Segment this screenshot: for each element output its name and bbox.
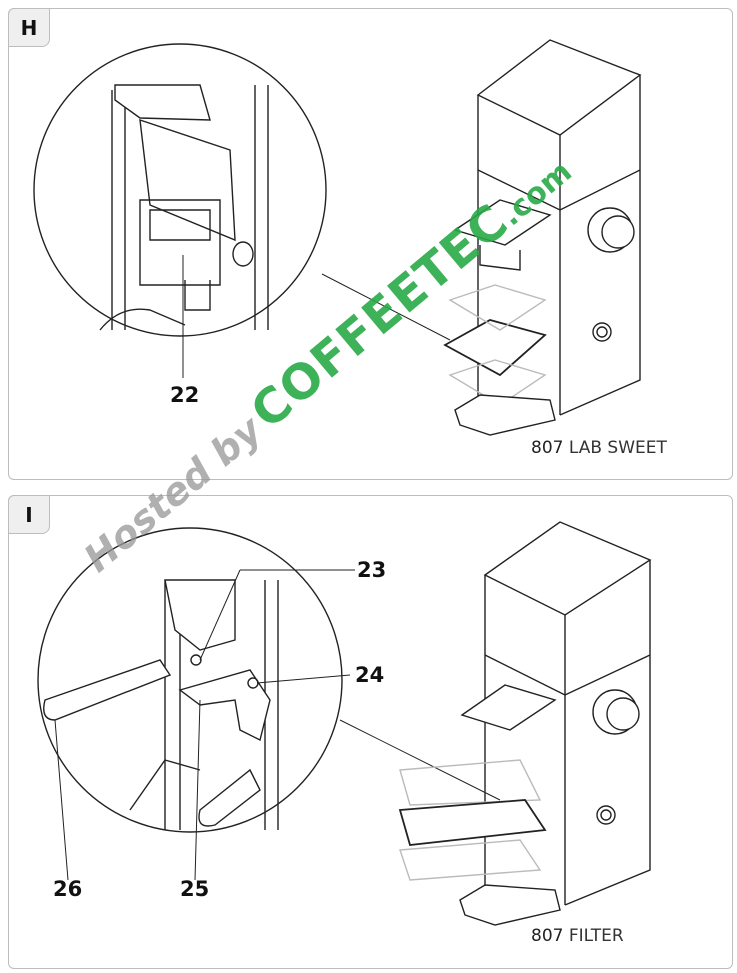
model-caption-h: 807 LAB SWEET [531, 438, 667, 458]
panel-label-h: H [8, 8, 50, 47]
model-number: 807 [531, 926, 564, 946]
grinder-i [398, 521, 652, 926]
panel-label-i: I [8, 495, 50, 534]
model-name: LAB SWEET [568, 438, 667, 458]
callout-22: 22 [170, 383, 200, 407]
model-caption-i: 807 FILTER [531, 926, 624, 946]
detail-circle-i [37, 527, 501, 881]
callout-25: 25 [180, 877, 210, 901]
detail-circle-h [33, 43, 451, 378]
callout-23: 23 [357, 558, 387, 582]
callout-26: 26 [53, 877, 83, 901]
model-number: 807 [531, 438, 564, 458]
grinder-h [443, 39, 642, 436]
model-name: FILTER [568, 926, 624, 946]
callout-24: 24 [355, 663, 385, 687]
